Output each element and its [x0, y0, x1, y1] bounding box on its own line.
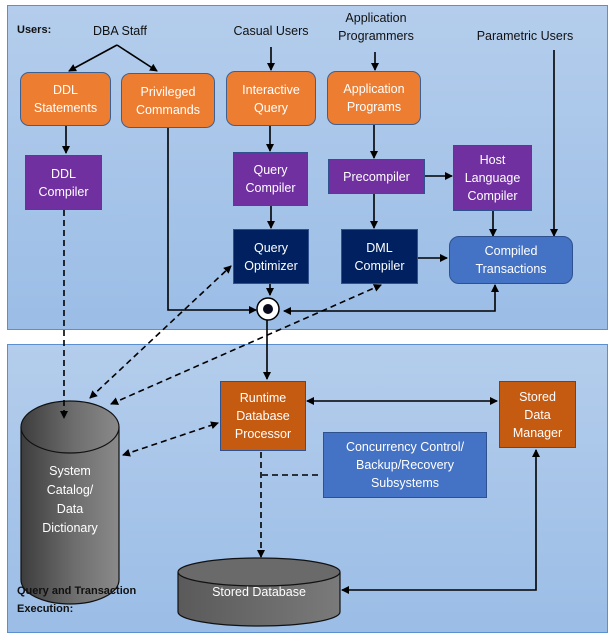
dashed-catalog-dml — [110, 284, 382, 405]
concurrency-subsystems-node: Concurrency Control/ Backup/Recovery Sub… — [323, 432, 487, 498]
precompiler-node: Precompiler — [328, 159, 425, 194]
compiled-transactions-node: Compiled Transactions — [449, 236, 573, 284]
users-section-label: Users: — [17, 24, 52, 36]
dml-compiler-node: DML Compiler — [341, 229, 418, 284]
host-language-compiler-node: Host Language Compiler — [453, 145, 532, 211]
merge-node-icon — [256, 297, 280, 321]
ddl-compiler-node: DDL Compiler — [25, 155, 102, 210]
stored-database-label: Stored Database — [212, 585, 306, 599]
application-programs-node: Application Programs — [327, 71, 421, 125]
query-compiler-node: Query Compiler — [233, 152, 308, 206]
arrow-dba-to-privileged — [116, 44, 158, 72]
interactive-query-node: Interactive Query — [226, 71, 316, 126]
ddl-statements-node: DDL Statements — [20, 72, 111, 126]
system-catalog-label: System Catalog/ Data Dictionary — [42, 464, 98, 535]
query-optimizer-node: Query Optimizer — [233, 229, 309, 284]
runtime-database-processor-node: Runtime Database Processor — [220, 381, 306, 451]
execution-section-label: Query and Transaction Execution: — [17, 585, 137, 615]
arrow-merge-compiled — [283, 284, 499, 315]
stored-data-manager-node: Stored Data Manager — [499, 381, 576, 448]
stored-database-cylinder — [177, 557, 341, 627]
privileged-commands-node: Privileged Commands — [121, 73, 215, 128]
arrow-storeddata-to-database — [341, 449, 540, 594]
dashed-catalog-optimizer — [89, 265, 232, 399]
casual-users-label: Casual Users — [233, 24, 309, 38]
system-catalog-cylinder — [20, 400, 120, 605]
parametric-users-label: Parametric Users — [476, 29, 574, 43]
dba-staff-label: DBA Staff — [93, 24, 147, 38]
arrow-dba-to-ddl — [68, 44, 118, 72]
application-programmers-label: Application Programmers — [338, 11, 414, 43]
dashed-catalog-runtime — [122, 421, 219, 457]
